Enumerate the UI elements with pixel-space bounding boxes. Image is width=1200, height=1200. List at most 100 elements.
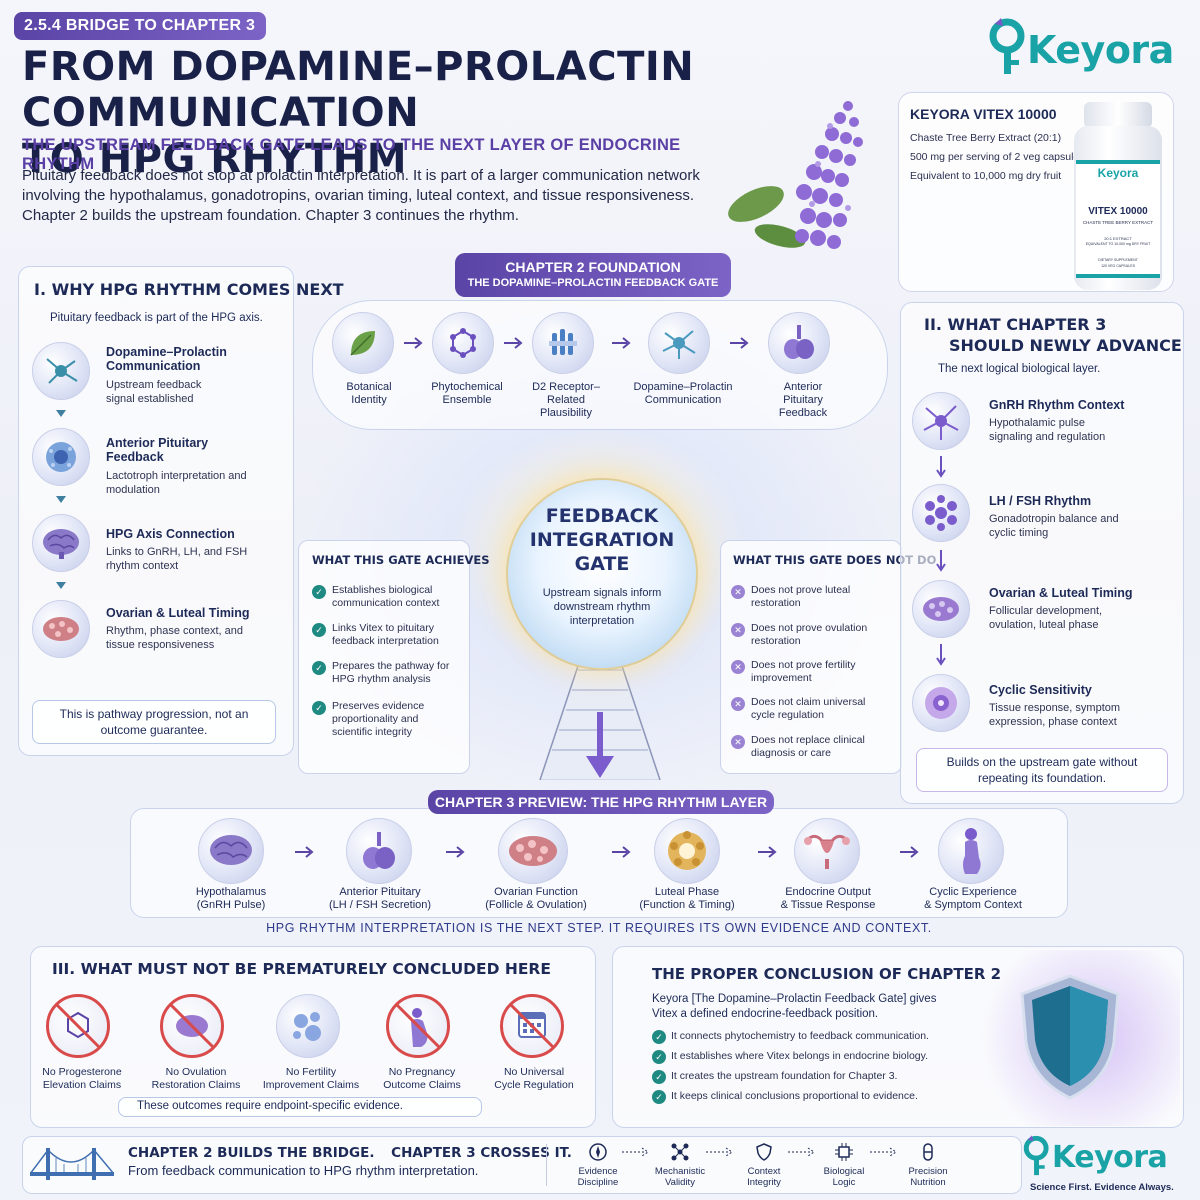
footer-icon-2-label-b: Validity <box>665 1177 695 1188</box>
bottle-small-2: EQUIVALENT TO 10,000 mg DRY FRUIT <box>1085 242 1151 246</box>
right-step-2-desc: Gonadotropin balance and cyclic timing <box>989 513 1119 539</box>
no-progesterone-icon <box>46 994 110 1058</box>
footer-icon-4-label-b: Logic <box>832 1177 856 1188</box>
capsule-icon <box>923 1143 933 1161</box>
bridge-icon <box>30 1148 114 1180</box>
corpus-luteum-icon <box>654 818 720 884</box>
no-claim-3-label-b: Improvement Claims <box>262 1079 360 1091</box>
title-line-1: FROM DOPAMINE–PROLACTIN COMMUNICATION <box>22 44 695 136</box>
not-do-item-2: Does not prove ovulation restoration <box>751 622 868 647</box>
chip-icon <box>835 1143 853 1161</box>
right-callout: Builds on the upstream gate without repe… <box>916 748 1168 792</box>
shield-icon <box>1020 974 1120 1100</box>
key-logo-icon <box>1023 1135 1049 1176</box>
footer-icon-4-label-a: Biological <box>823 1166 865 1177</box>
check-icon: ✓ <box>652 1070 666 1084</box>
x-icon: ✕ <box>731 660 745 674</box>
gate-achieves-heading: WHAT THIS GATE ACHIEVES <box>312 553 490 567</box>
product-line-1: Chaste Tree Berry Extract (20:1) <box>910 132 1062 144</box>
check-icon: ✓ <box>652 1030 666 1044</box>
flow-arrow-icon <box>295 846 314 858</box>
bottle-small-3: DIETARY SUPPLEMENT <box>1098 258 1138 262</box>
pituitary-icon <box>346 818 412 884</box>
logo-wordmark: Keyora <box>1027 28 1174 72</box>
achieves-item-3: Prepares the pathway for HPG rhythm anal… <box>332 660 450 685</box>
gnrh-neuron-icon <box>912 392 970 450</box>
cell-icon <box>912 674 970 732</box>
footer-icon-3-label-b: Integrity <box>747 1177 781 1188</box>
page-subtitle: THE UPSTREAM FEEDBACK GATE LEADS TO THE … <box>22 136 681 173</box>
down-arrow-icon <box>56 410 66 417</box>
woman-silhouette-icon <box>938 818 1004 884</box>
check-icon: ✓ <box>312 701 326 715</box>
x-icon: ✕ <box>731 697 745 711</box>
flow-arrow-icon <box>758 846 777 858</box>
footer-icon-1-label-b: Discipline <box>577 1177 619 1188</box>
bottle-small-4: 120 VEG CAPSULES <box>1101 264 1135 268</box>
ch3-step-6-label-a: Cyclic Experience <box>929 886 1017 898</box>
gate-title-line-1: FEEDBACK <box>545 505 659 527</box>
left-callout: This is pathway progression, not an outc… <box>32 700 276 744</box>
conclusion-lead: Keyora [The Dopamine–Prolactin Feedback … <box>652 993 937 1020</box>
pituitary-icon <box>768 312 830 374</box>
network-icon <box>671 1143 689 1161</box>
page-title: FROM DOPAMINE–PROLACTIN COMMUNICATION TO… <box>22 44 882 182</box>
flow-arrow-icon <box>612 846 631 858</box>
ch3-step-6-label-b: & Symptom Context <box>924 899 1022 911</box>
left-step-3-desc: Links to GnRH, LH, and FSH rhythm contex… <box>106 546 248 572</box>
leaf-icon <box>332 312 394 374</box>
footer-divider <box>546 1144 547 1186</box>
chapter3-chip: CHAPTER 3 PREVIEW: THE HPG RHYTHM LAYER <box>428 790 774 814</box>
no-claim-1-label-a: No Progesterone <box>42 1066 122 1078</box>
flow-arrow-icon <box>504 337 523 349</box>
no-universal-cycle-icon <box>500 994 564 1058</box>
product-bottle: Keyora VITEX 10000 CHASTE TREE BERRY EXT… <box>1070 102 1166 292</box>
compass-icon <box>589 1143 607 1161</box>
pituitary-cell-icon <box>32 428 90 486</box>
down-arrow-icon <box>56 582 66 589</box>
brain-icon <box>32 514 90 572</box>
not-concluded-callout: These outcomes require endpoint-specific… <box>118 1097 482 1117</box>
x-icon: ✕ <box>731 623 745 637</box>
why-hpg-panel <box>18 266 294 756</box>
conclusion-item-3: It creates the upstream foundation for C… <box>671 1070 898 1082</box>
dopamine-neuron-icon <box>648 312 710 374</box>
chapter2-chip-title: CHAPTER 2 FOUNDATION <box>505 259 681 275</box>
neuron-icon <box>32 342 90 400</box>
ch3-step-5-label: Endocrine Output& Tissue Response <box>772 886 884 912</box>
flow-arrow-icon <box>612 337 631 349</box>
key-logo-icon <box>989 18 1025 74</box>
footer-line-1b: CHAPTER 3 CROSSES IT. <box>391 1145 572 1161</box>
no-claim-1-label-b: Elevation Claims <box>42 1079 122 1091</box>
achieves-item-2: Links Vitex to pituitary feedback interp… <box>332 622 439 647</box>
conclusion-heading: THE PROPER CONCLUSION OF CHAPTER 2 <box>652 965 1002 983</box>
hormone-cluster-icon <box>912 484 970 542</box>
check-icon: ✓ <box>312 623 326 637</box>
x-icon: ✕ <box>731 735 745 749</box>
vitex-flower-illustration <box>728 101 863 249</box>
feedback-gate-orb <box>506 478 698 670</box>
no-claim-3-label-a: No Fertility <box>285 1066 337 1078</box>
check-icon: ✓ <box>312 661 326 675</box>
down-arrow-icon <box>56 496 66 503</box>
not-do-item-1: Does not prove luteal restoration <box>751 584 851 609</box>
footer-line-1a: CHAPTER 2 BUILDS THE BRIDGE. <box>128 1145 375 1161</box>
conclusion-item-2: It establishes where Vitex belongs in en… <box>671 1050 929 1062</box>
ch3-step-3-label-a: Ovarian Function <box>494 886 578 898</box>
flow-arrow-icon <box>446 846 465 858</box>
product-line-3: Equivalent to 10,000 mg dry fruit <box>910 170 1062 182</box>
footer-icon-2-label-a: Mechanistic <box>654 1166 706 1177</box>
not-concluded-heading: III. WHAT MUST NOT BE PREMATURELY CONCLU… <box>52 960 551 978</box>
ch3-step-6-label: Cyclic Experience& Symptom Context <box>912 886 1034 912</box>
flow-arrow-icon <box>900 846 919 858</box>
ch3-step-4-label: Luteal Phase(Function & Timing) <box>630 886 744 912</box>
footer-logo-wordmark: Keyora <box>1052 1140 1168 1175</box>
footer-dotted-connector <box>622 1147 649 1157</box>
ch3-step-5-label-b: & Tissue Response <box>780 899 876 911</box>
why-hpg-heading: I. WHY HPG RHYTHM COMES NEXT <box>34 280 344 299</box>
down-arrow-icon <box>936 550 946 572</box>
right-step-4-title: Cyclic Sensitivity <box>989 683 1092 697</box>
